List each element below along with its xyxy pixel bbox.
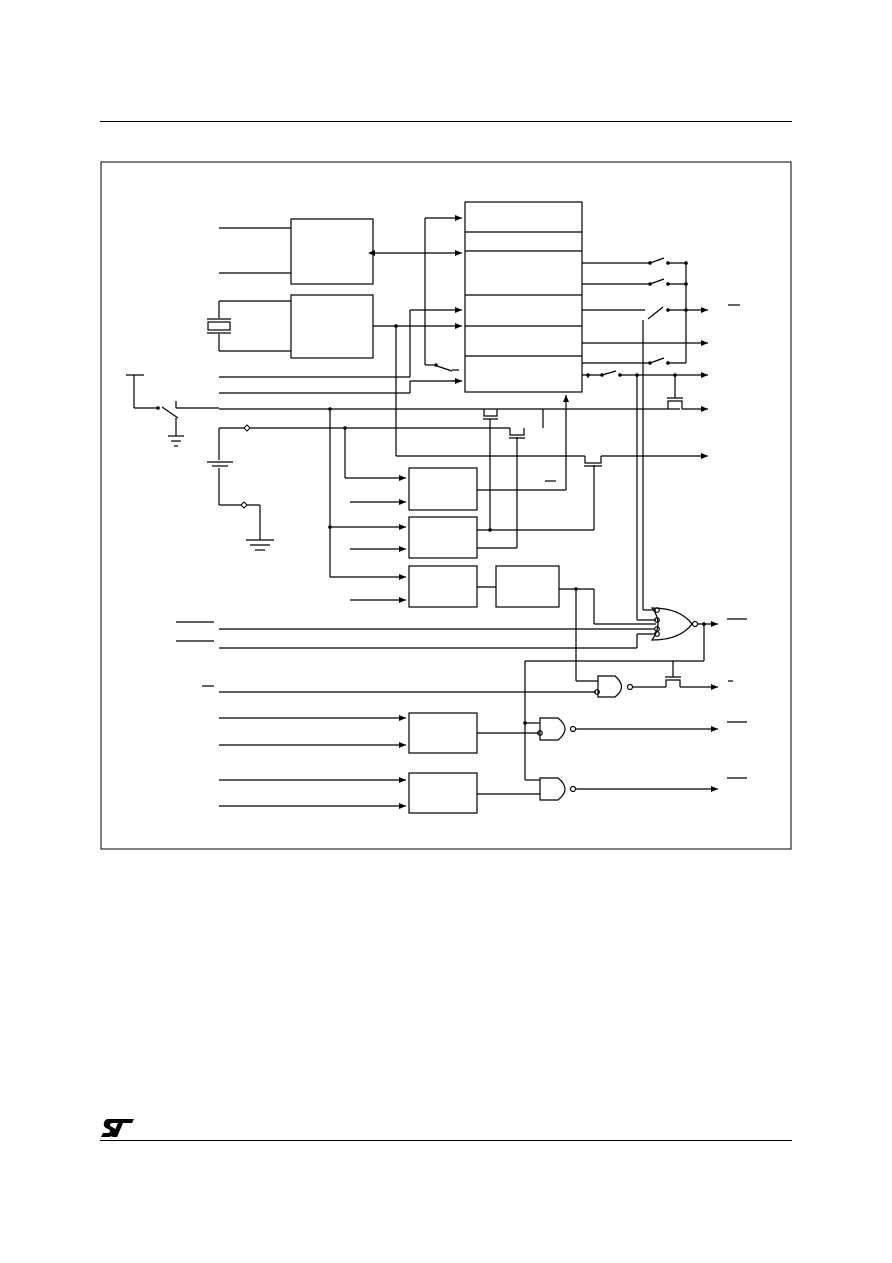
battery-icon [207, 428, 233, 505]
transistor-icon [665, 676, 681, 687]
comparator-2 [408, 516, 478, 559]
and-gate-top [597, 675, 623, 698]
transistor-icon [584, 456, 602, 467]
comparator-3 [408, 565, 478, 608]
and-gate-bottom [539, 777, 566, 801]
transistor-icon [509, 428, 525, 439]
timer-block [495, 565, 560, 608]
and-gate-middle [539, 717, 566, 741]
or-gate [650, 607, 693, 641]
figure-frame [100, 161, 792, 850]
header-rule [100, 121, 792, 122]
transistor-icon [667, 397, 683, 409]
st-logo-icon [101, 1119, 134, 1137]
register-stack [464, 201, 583, 393]
io-block [290, 218, 374, 285]
footer-rule [100, 1140, 792, 1141]
transistor-icon [483, 409, 498, 420]
crystal-icon [207, 300, 291, 352]
oscillator-block [290, 294, 374, 359]
watchdog-block [408, 712, 478, 754]
comparator-1 [408, 467, 478, 511]
alarm-block [408, 772, 478, 814]
